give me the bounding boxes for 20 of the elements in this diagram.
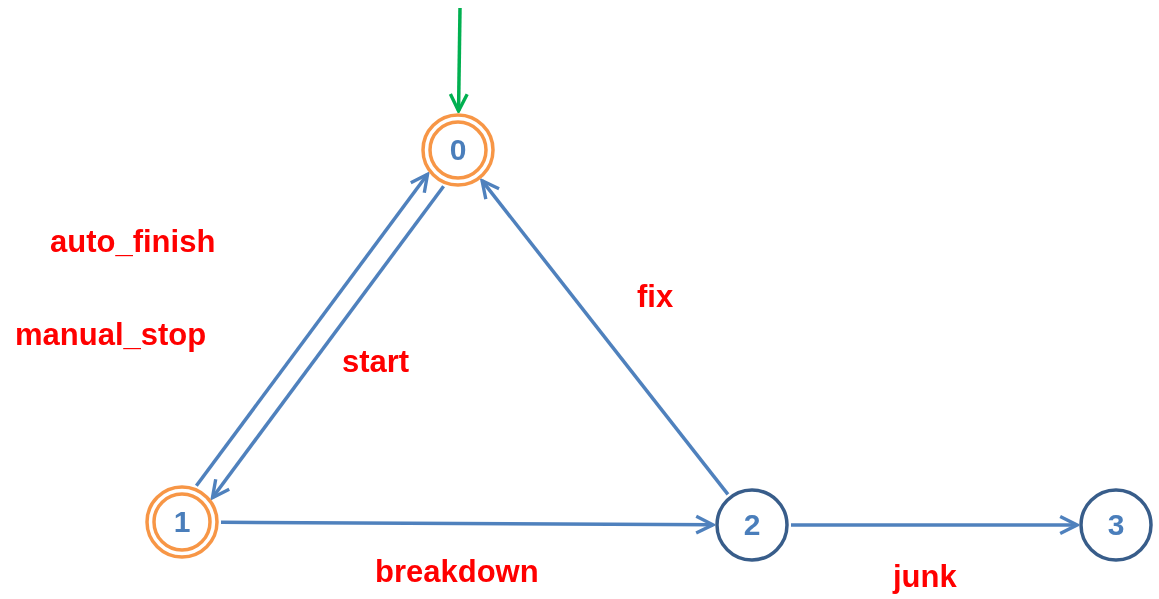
accepting-state-circle [421,113,495,187]
transition-arrow [480,179,730,496]
transition-arrow [791,514,1079,536]
transition-label: breakdown [375,555,539,590]
transition-arrow [448,7,469,113]
state-number: 3 [1107,510,1125,540]
accepting-state-circle [145,485,219,559]
transition-arrow [195,172,430,487]
transition-arrow [221,514,715,535]
state-circle [715,488,789,562]
state-number: 1 [173,507,191,537]
transition-label: start [342,345,410,380]
state-circle [1079,488,1153,562]
transition-label: fix [637,280,674,315]
transition-arrow [210,185,445,500]
transition-label: junk [893,560,957,595]
state-number: 2 [743,510,761,540]
transition-label: auto_finish [50,225,216,260]
state-number: 0 [449,135,467,165]
transition-label: manual_stop [15,318,207,353]
